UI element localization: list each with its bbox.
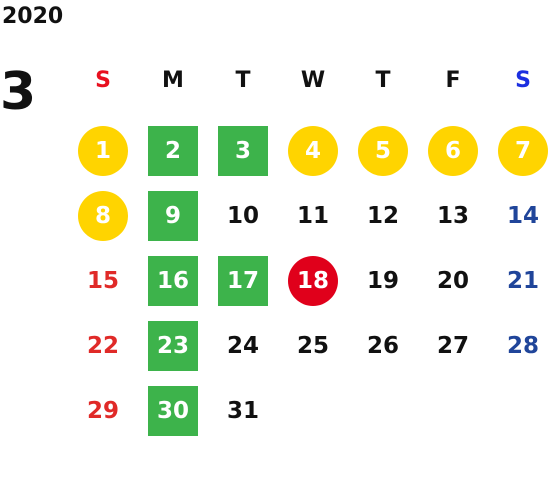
calendar-day-number: 15 <box>86 267 119 294</box>
weekday-thursday: T <box>375 68 391 93</box>
calendar-day-number: 17 <box>218 255 268 306</box>
calendar-day-cell[interactable]: 3 <box>208 118 278 183</box>
calendar-day-number: 7 <box>498 125 548 176</box>
calendar-day-cell[interactable]: 15 <box>68 248 138 313</box>
calendar-day-cell[interactable]: 31 <box>208 378 278 443</box>
month-number: 3 <box>0 62 37 122</box>
calendar-day-number: 11 <box>296 202 329 229</box>
calendar-day-number: 29 <box>86 397 119 424</box>
calendar-day-number <box>358 386 408 436</box>
calendar-day-cell[interactable]: 20 <box>418 248 488 313</box>
calendar-day-cell[interactable]: 5 <box>348 118 418 183</box>
calendar-day-number: 9 <box>148 190 198 241</box>
calendar-day-number: 3 <box>218 125 268 176</box>
calendar-day-number: 25 <box>296 332 329 359</box>
calendar-day-cell[interactable]: 23 <box>138 313 208 378</box>
calendar-day-cell[interactable]: 30 <box>138 378 208 443</box>
calendar-day-cell[interactable]: 1 <box>68 118 138 183</box>
calendar-day-cell[interactable]: 10 <box>208 183 278 248</box>
calendar-day-cell[interactable]: 27 <box>418 313 488 378</box>
year-label: 2020 <box>2 4 64 29</box>
calendar-day-cell <box>488 378 548 443</box>
calendar-day-cell[interactable]: 4 <box>278 118 348 183</box>
calendar-day-cell[interactable]: 28 <box>488 313 548 378</box>
calendar-day-number: 18 <box>288 255 338 306</box>
calendar-day-number: 27 <box>436 332 469 359</box>
weekday-monday: M <box>162 68 184 93</box>
calendar-day-number: 13 <box>436 202 469 229</box>
calendar-day-number: 31 <box>226 397 259 424</box>
weekday-sunday: S <box>95 68 111 93</box>
calendar-day-number <box>428 386 478 436</box>
calendar-day-cell[interactable]: 21 <box>488 248 548 313</box>
calendar-day-cell[interactable]: 13 <box>418 183 488 248</box>
calendar-day-number: 20 <box>436 267 469 294</box>
calendar-day-number: 22 <box>86 332 119 359</box>
calendar-day-cell[interactable]: 12 <box>348 183 418 248</box>
calendar-day-cell[interactable]: 19 <box>348 248 418 313</box>
calendar-day-cell[interactable]: 6 <box>418 118 488 183</box>
calendar-day-cell[interactable]: 29 <box>68 378 138 443</box>
calendar-day-cell[interactable]: 24 <box>208 313 278 378</box>
calendar-day-number: 28 <box>506 332 539 359</box>
calendar-day-cell[interactable]: 18 <box>278 248 348 313</box>
calendar-day-number: 16 <box>148 255 198 306</box>
weekday-wednesday: W <box>300 68 326 93</box>
calendar-day-cell[interactable]: 26 <box>348 313 418 378</box>
calendar-day-number: 23 <box>148 320 198 371</box>
calendar-day-number: 14 <box>506 202 539 229</box>
calendar-day-number: 5 <box>358 125 408 176</box>
calendar-day-number: 4 <box>288 125 338 176</box>
calendar-day-number: 30 <box>148 385 198 436</box>
calendar-day-number: 21 <box>506 267 539 294</box>
calendar-day-number: 26 <box>366 332 399 359</box>
calendar-day-cell[interactable]: 22 <box>68 313 138 378</box>
calendar-day-cell[interactable]: 9 <box>138 183 208 248</box>
calendar-day-number: 8 <box>78 190 128 241</box>
weekday-saturday: S <box>515 68 531 93</box>
weekday-friday: F <box>445 68 461 93</box>
calendar-day-number <box>498 386 548 436</box>
calendar-day-number <box>288 386 338 436</box>
calendar-day-cell[interactable]: 2 <box>138 118 208 183</box>
calendar-day-cell[interactable]: 14 <box>488 183 548 248</box>
calendar-day-number: 6 <box>428 125 478 176</box>
calendar-day-cell[interactable]: 17 <box>208 248 278 313</box>
calendar-day-number: 10 <box>226 202 259 229</box>
calendar-day-cell <box>348 378 418 443</box>
calendar-day-number: 1 <box>78 125 128 176</box>
calendar-day-cell[interactable]: 7 <box>488 118 548 183</box>
calendar-day-cell <box>278 378 348 443</box>
calendar-day-cell[interactable]: 11 <box>278 183 348 248</box>
calendar-day-cell[interactable]: 25 <box>278 313 348 378</box>
calendar-day-cell <box>418 378 488 443</box>
calendar-day-number: 24 <box>226 332 259 359</box>
calendar-day-number: 2 <box>148 125 198 176</box>
weekday-header-row: S M T W T F S <box>68 62 548 102</box>
calendar-day-number: 12 <box>366 202 399 229</box>
weekday-tuesday: T <box>235 68 251 93</box>
calendar-day-cell[interactable]: 8 <box>68 183 138 248</box>
calendar-day-cell[interactable]: 16 <box>138 248 208 313</box>
calendar-day-number: 19 <box>366 267 399 294</box>
